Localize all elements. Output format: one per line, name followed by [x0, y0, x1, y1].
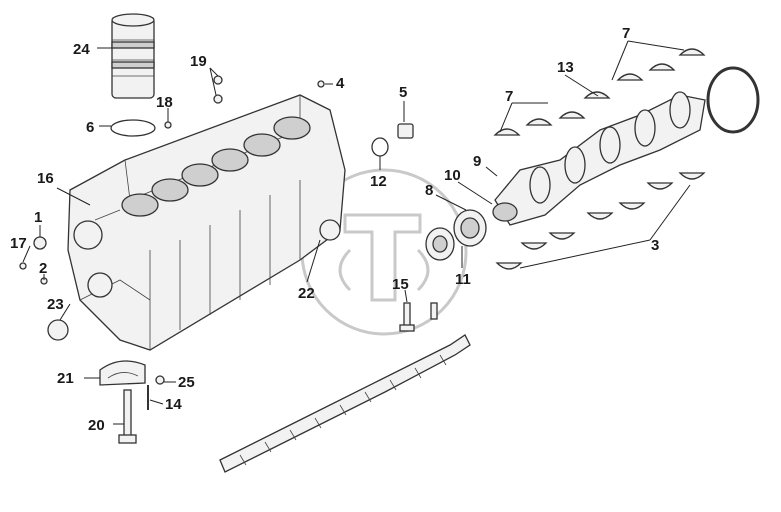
callout-4: 4 — [336, 75, 345, 92]
main-bearing-cap — [99, 360, 146, 386]
callout-11: 11 — [455, 271, 471, 288]
callout-7-left: 7 — [505, 88, 513, 105]
callout-15: 15 — [392, 276, 409, 293]
callout-7-right: 7 — [622, 25, 630, 42]
bolts — [399, 302, 438, 332]
rear-seal-ring — [706, 66, 760, 134]
main-bearing-bolt — [118, 389, 137, 444]
callout-22: 22 — [298, 285, 315, 302]
callout-23: 23 — [47, 296, 64, 313]
cylinder-bores — [121, 116, 311, 217]
callout-17: 17 — [10, 235, 27, 252]
callout-5: 5 — [399, 84, 407, 101]
camshaft — [219, 334, 471, 473]
callout-19: 19 — [190, 53, 207, 70]
callout-3: 3 — [651, 237, 659, 254]
callout-labels: 24 6 18 19 4 5 16 12 1 17 2 23 22 21 25 … — [10, 25, 659, 434]
callout-18: 18 — [156, 94, 173, 111]
callout-14: 14 — [165, 396, 182, 413]
callout-1: 1 — [34, 209, 42, 226]
crank-gear — [453, 209, 487, 247]
crankshaft — [492, 91, 706, 226]
callout-25: 25 — [178, 374, 195, 391]
callout-6: 6 — [86, 119, 94, 136]
liner-seal-ring — [110, 119, 156, 137]
upper-bearing-shells — [493, 48, 706, 136]
callout-9: 9 — [473, 153, 481, 170]
cylinder-liner — [111, 13, 155, 99]
callout-13: 13 — [557, 59, 574, 76]
callout-20: 20 — [88, 417, 105, 434]
callout-8: 8 — [425, 182, 433, 199]
leader-lines — [22, 40, 691, 425]
callout-16: 16 — [37, 170, 54, 187]
callout-21: 21 — [57, 370, 74, 387]
cylinder-block — [67, 94, 346, 351]
lower-bearing-shells — [495, 172, 706, 270]
callout-2: 2 — [39, 260, 47, 277]
callout-24: 24 — [73, 41, 90, 58]
callout-12: 12 — [370, 173, 387, 190]
callout-10: 10 — [444, 167, 461, 184]
crank-oil-seal — [425, 227, 455, 261]
